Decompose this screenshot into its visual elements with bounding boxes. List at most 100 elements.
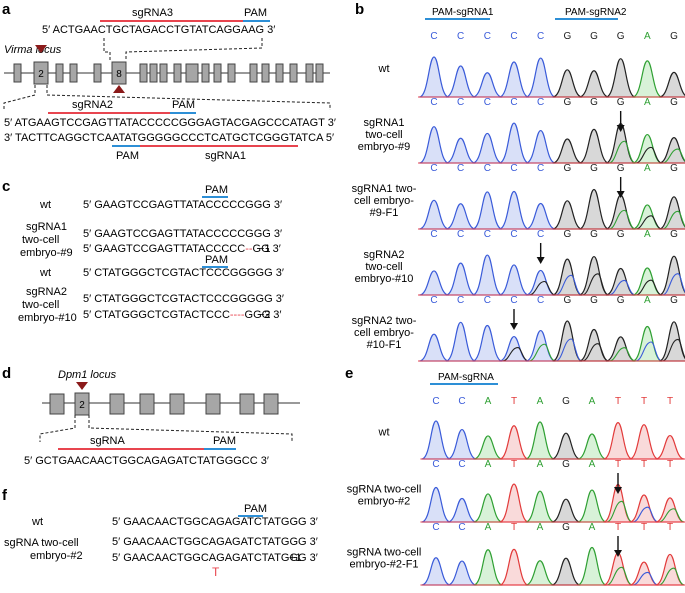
trace-peak [525,560,555,586]
trace-peak-secondary [555,338,583,362]
dpm1-exon [205,393,221,415]
chromatogram-row-label: sgRNA1 [364,117,405,129]
panel-b-letter: b [355,1,364,18]
dpm1-exon [109,393,125,415]
pam-bottom-label: PAM [116,150,139,162]
c-wt1-seq: 5′ GAAGTCCGAGTTATACCCCCGGG 3′ [83,199,282,211]
base-call: G [590,31,598,42]
base-call: A [644,295,651,306]
trace-peak [447,560,477,586]
chromatogram-row-label: two-cell [365,129,402,141]
chromatogram-row-label: wt [378,427,390,439]
base-call: C [458,396,465,407]
trace-peak [472,191,503,230]
sgrna1-label: sgRNA1 [205,150,246,162]
mutation-arrowhead-icon [616,191,625,198]
base-call: C [432,396,439,407]
dpm1-exon [49,393,65,415]
base-call: G [590,163,598,174]
virma-exon [13,63,22,83]
trace-peak [655,434,685,460]
trace-peak [445,65,476,98]
trace-peak [499,425,529,460]
trace-peak-secondary [662,273,685,296]
base-call: G [563,295,571,306]
virma-exon [139,63,148,83]
base-call: C [484,163,491,174]
base-call: C [458,522,465,533]
seq-bottom-1: 5′ ATGAAGTCCGAGTTATACCCCCGGGAGTACGAGCCCA… [4,117,336,129]
pam-mid-label: PAM [172,99,195,111]
base-call: C [537,295,544,306]
base-call: A [589,396,596,407]
chromatogram-row-label: cell embryo- [354,327,414,339]
c-sg1-seq-a: 5′ GAAGTCCGAGTTATACCCCCGGG 3′ [83,228,282,240]
panel-a-letter: a [2,1,11,18]
c-wt1-label: wt [39,199,51,211]
base-call: G [670,31,678,42]
virma-exon [261,63,270,83]
base-call: G [562,459,570,470]
base-call: G [563,163,571,174]
base-call: G [670,97,678,108]
e-pam-sgrna-label: PAM-sgRNA [438,372,494,383]
f-sg-label-1: sgRNA two-cell [4,537,79,549]
mutation-arrowhead-icon [510,323,518,330]
base-call: C [432,459,439,470]
base-call: A [537,459,544,470]
trace-peak [629,424,659,460]
virma-exon [213,63,222,83]
trace-peak [659,196,685,230]
trace-peak [419,126,449,164]
base-call: C [510,295,517,306]
trace-peak [525,202,556,230]
base-call: G [617,97,625,108]
base-call: G [617,229,625,240]
trace-peak [659,71,685,98]
base-call: A [485,396,492,407]
exon8-label: 8 [116,69,122,80]
dpm1-exon2-label: 2 [79,400,85,411]
base-call: A [485,459,492,470]
trace-peak [605,58,636,98]
base-call: T [641,522,647,533]
marker-exon8-icon [113,85,125,93]
dpm1-seq: 5′ GCTGAACAACTGGCAGAGATCTATGGGCC 3′ [24,455,269,467]
panel-c-letter: c [2,178,10,195]
trace-peak [421,420,451,460]
dpm1-pam-label: PAM [213,435,236,447]
c-sg2-label-3: embryo-#10 [18,312,77,324]
base-call: G [563,31,571,42]
trace-peak-secondary [582,343,609,362]
trace-peak [525,490,555,523]
base-call: C [537,97,544,108]
base-call: A [644,229,651,240]
virma-exon [289,63,298,83]
trace-peak [499,264,529,296]
trace-peak [419,199,449,230]
base-call: A [485,522,492,533]
seq-top: 5′ ACTGAACTGCTAGACCTGTATCAGGAAG 3′ [42,24,275,36]
dpm1-locus-label: Dpm1 locus [58,369,117,381]
marker-dpm1-icon [76,382,88,390]
base-call: T [667,396,673,407]
trace-peak [419,333,449,362]
base-call: C [537,229,544,240]
base-call: G [617,31,625,42]
base-call: G [617,163,625,174]
base-call: C [484,31,491,42]
trace-peak-secondary [658,567,685,586]
trace-peak [659,255,685,296]
base-call: A [644,31,651,42]
panel-d-letter: d [2,365,11,382]
f-sg-seq-b: 5′ GAACAACTGGCAGAGATCTATGGG 3′ [112,552,318,564]
chromatogram-row-label: #9-F1 [370,207,399,219]
base-call: C [457,229,464,240]
trace-peak-secondary [632,506,659,523]
f-sg-change: +1 [289,552,302,564]
trace-peak [499,61,529,98]
trace-peak [552,138,583,164]
